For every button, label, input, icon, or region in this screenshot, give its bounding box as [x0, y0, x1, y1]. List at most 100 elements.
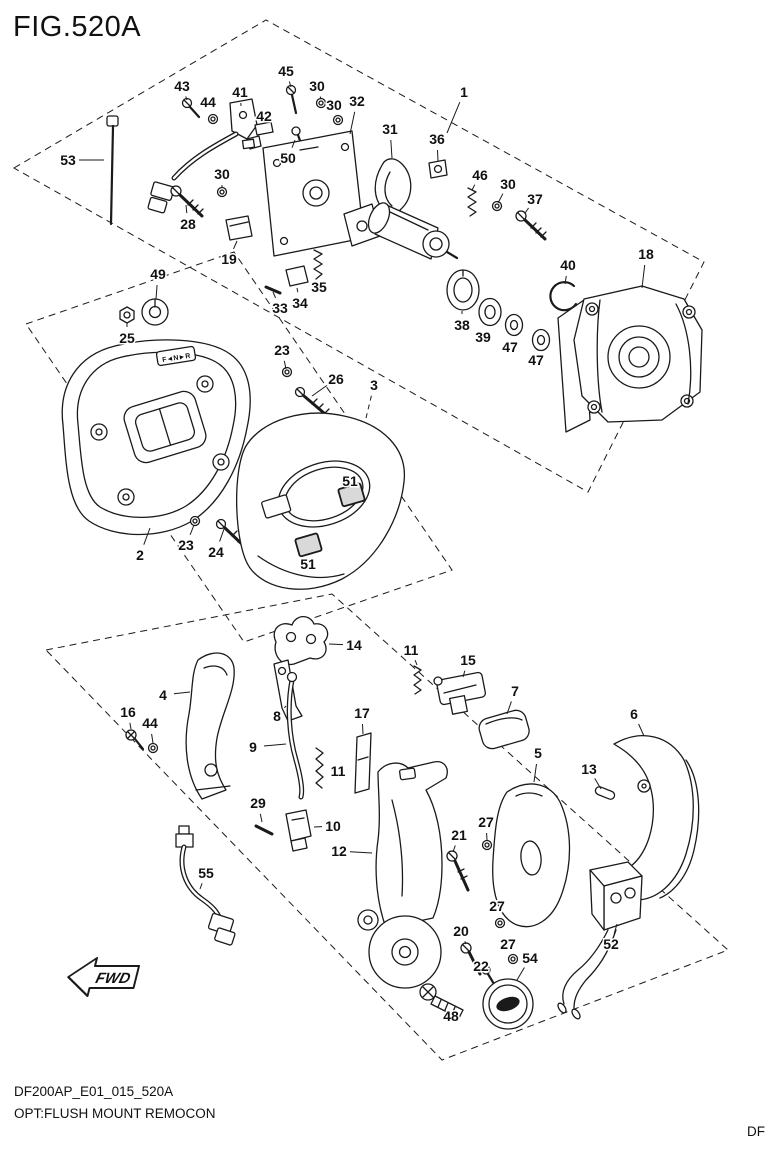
part-callout-38: 38: [454, 317, 470, 333]
part-54-badge-cap: [482, 978, 534, 1030]
part-29-pin: [254, 824, 274, 836]
part-callout-45: 45: [278, 63, 294, 79]
part-15-latch-plate: [433, 671, 487, 715]
fwd-label: FWD: [94, 970, 132, 987]
footer-page-corner: DF: [747, 1124, 765, 1139]
part-callout-32: 32: [349, 93, 365, 109]
callout-leader-line: [185, 204, 188, 214]
part-callout-19: 19: [221, 251, 237, 267]
part-callout-41: 41: [232, 84, 248, 100]
part-48-screw: [419, 983, 464, 1019]
callout-leader-line: [533, 763, 537, 783]
callout-leader-line: [319, 96, 322, 100]
part-27-washer-a: [481, 839, 493, 851]
callout-leader-line: [497, 193, 504, 204]
part-callout-30: 30: [326, 97, 342, 113]
part-callout-8: 8: [273, 708, 281, 724]
part-25-nut: [119, 306, 135, 324]
part-19-bumper: [225, 215, 253, 241]
part-30-washer-b: [332, 114, 344, 126]
callout-leader-line: [185, 96, 188, 101]
part-9-link-rod: [286, 671, 305, 800]
part-43-screw: [181, 97, 201, 119]
part-2-bezel-panel: F◄N►R: [61, 339, 251, 536]
part-callout-49: 49: [150, 266, 166, 282]
footer-option-note: OPT:FLUSH MOUNT REMOCON: [14, 1106, 216, 1121]
part-35-spring: [313, 249, 323, 280]
part-10-latch-block: [285, 809, 312, 852]
part-7-grip-pad: [478, 709, 530, 750]
shift-indicator-marking: F◄N►R: [162, 353, 191, 364]
wiring-harness: [147, 131, 239, 214]
part-30-washer-d: [491, 200, 503, 212]
part-52-ptt-switch: [557, 861, 643, 1020]
callout-leader-line: [462, 670, 466, 678]
part-11-spring-b: [315, 747, 324, 789]
part-callout-46: 46: [472, 167, 488, 183]
callout-leader-line: [189, 524, 195, 535]
callout-leader-line: [638, 723, 645, 737]
part-callout-27: 27: [478, 814, 494, 830]
callout-leader-line: [349, 111, 356, 135]
part-44-washer-b: [147, 742, 159, 754]
part-callout-22: 22: [473, 958, 489, 974]
part-callout-23: 23: [274, 342, 290, 358]
part-callout-52: 52: [603, 936, 619, 952]
callout-leader-line: [471, 184, 476, 191]
part-5-lever-cover: [492, 783, 571, 928]
part-callout-21: 21: [451, 827, 467, 843]
part-51-pad-a: [337, 482, 366, 508]
part-callout-27: 27: [500, 936, 516, 952]
part-callout-34: 34: [292, 295, 308, 311]
part-46-spring: [467, 187, 477, 217]
part-callout-4: 4: [159, 687, 167, 703]
part-20-screw: [460, 942, 482, 976]
part-47-washer-a: [504, 313, 524, 337]
part-callout-36: 36: [429, 131, 445, 147]
part-callout-26: 26: [328, 371, 344, 387]
callout-leader-line: [464, 941, 467, 945]
callout-leader-line: [259, 813, 263, 823]
part-27-washer-c: [507, 953, 519, 965]
part-40-circlip: [549, 281, 578, 312]
callout-leader-line: [219, 528, 225, 542]
part-callout-13: 13: [581, 761, 597, 777]
part-callout-55: 55: [198, 865, 214, 881]
figure-title: FIG.520A: [13, 11, 141, 43]
part-callout-9: 9: [249, 739, 257, 755]
callout-leader-line: [328, 643, 344, 646]
part-44-washer: [207, 113, 219, 125]
part-callout-3: 3: [370, 377, 378, 393]
throttle-drum-assembly: [367, 202, 459, 260]
part-callout-12: 12: [331, 843, 347, 859]
assembly-plane-outlines: [12, 19, 729, 1061]
part-callout-51: 51: [342, 473, 358, 489]
callout-leader-line: [452, 845, 456, 853]
part-callout-35: 35: [311, 279, 327, 295]
plane-top: [12, 19, 705, 493]
part-32-retainer-plate: [262, 130, 365, 257]
part-13-pin: [594, 786, 616, 800]
part-callout-10: 10: [325, 818, 341, 834]
part-11-spring-a: [413, 665, 422, 695]
callout-leader-line: [151, 733, 154, 744]
part-callout-24: 24: [208, 544, 224, 560]
fwd-arrow-shape: [67, 957, 141, 997]
part-callout-7: 7: [511, 683, 519, 699]
callout-leader-line: [349, 851, 373, 854]
part-17-strip: [354, 732, 372, 794]
part-callout-30: 30: [309, 78, 325, 94]
callout-leader-line: [143, 527, 151, 545]
part-callout-47: 47: [528, 352, 544, 368]
part-callout-51: 51: [300, 556, 316, 572]
callout-leader-line: [283, 360, 287, 370]
part-callout-1: 1: [460, 84, 468, 100]
part-callout-28: 28: [180, 216, 196, 232]
callout-leader-line: [414, 660, 418, 666]
part-callout-5: 5: [534, 745, 542, 761]
callout-leader-line: [594, 778, 602, 790]
part-callout-43: 43: [174, 78, 190, 94]
callout-leader-line: [516, 967, 525, 981]
